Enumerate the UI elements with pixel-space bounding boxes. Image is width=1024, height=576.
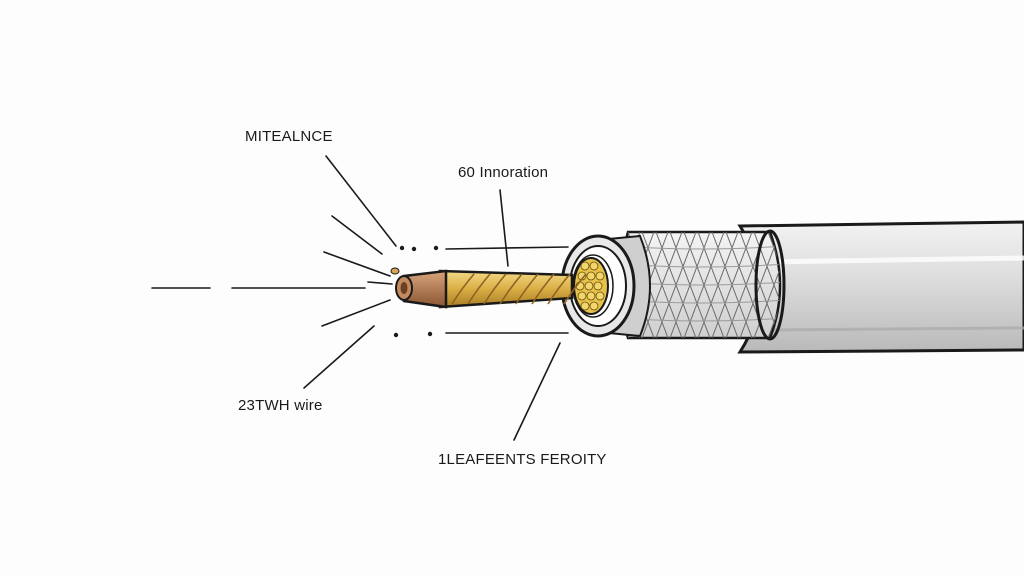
label-bottom-left: 23TWH wire [238, 397, 323, 414]
label-top-center: 60 Innoration [458, 164, 549, 181]
label-bottom-center: 1LEAFEENTS FEROITY [438, 451, 607, 468]
stranded-conductor-end [573, 257, 609, 315]
burst-lines [321, 215, 393, 327]
burst-dots [390, 245, 439, 338]
leader-lines [303, 155, 561, 441]
label-top-left: MITEALNCE [245, 128, 333, 145]
copper-tip [395, 269, 448, 309]
guide-lines [151, 246, 569, 334]
center-conductor [438, 269, 587, 309]
